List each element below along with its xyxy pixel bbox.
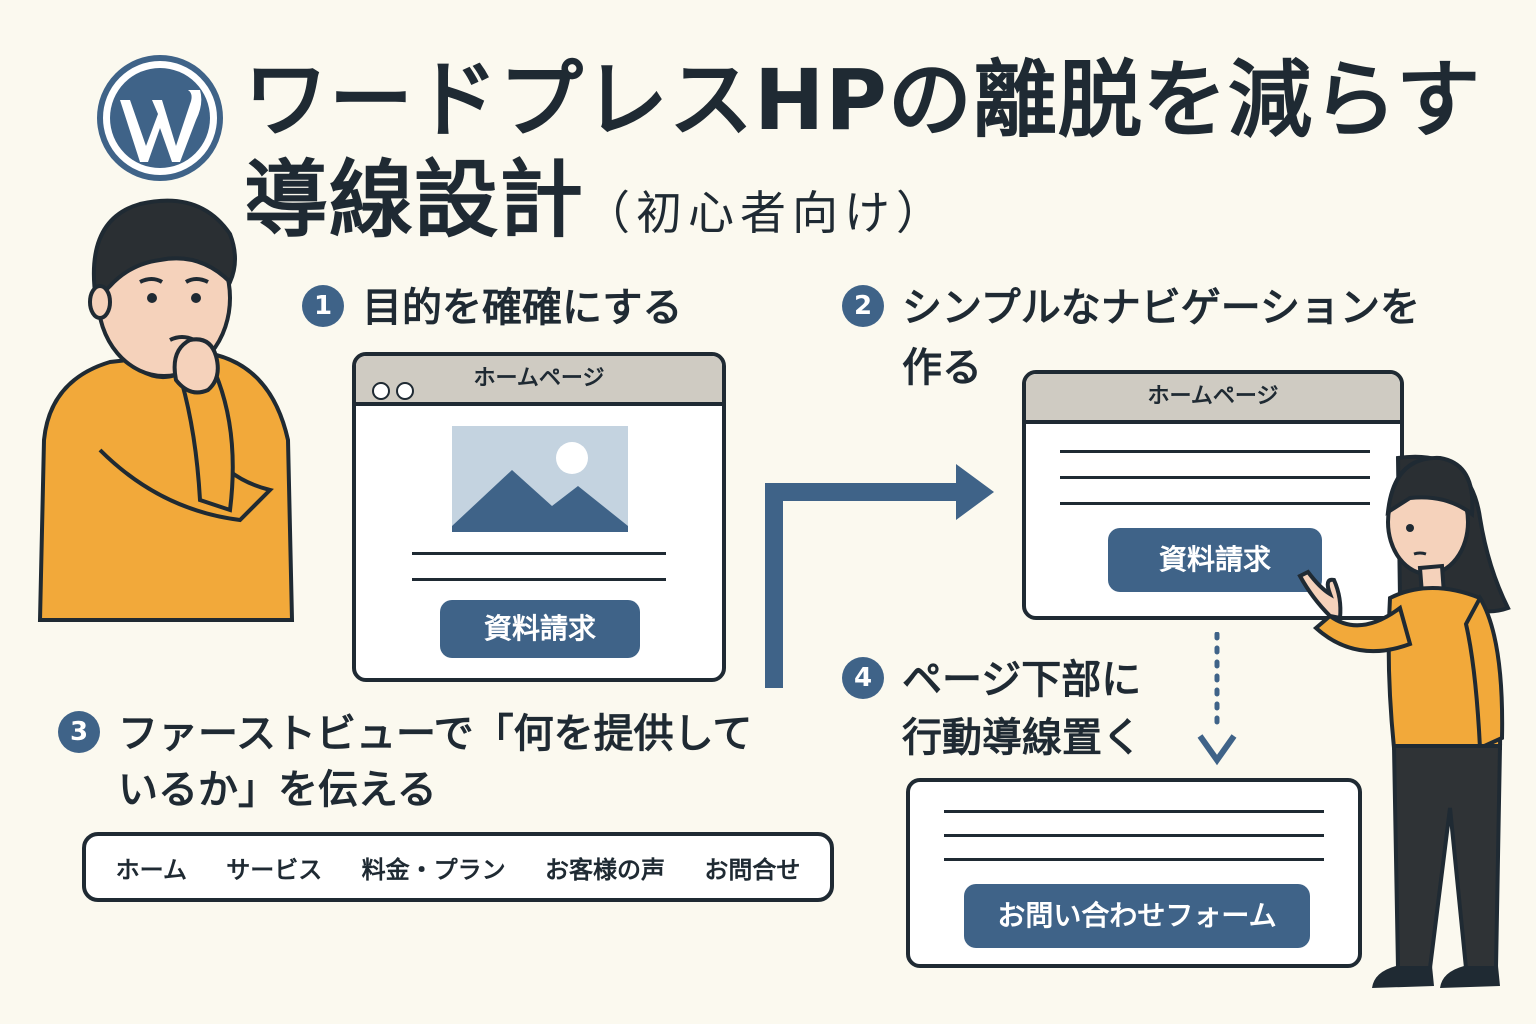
step-1-badge: 1 — [302, 285, 344, 327]
step-4-line2: 行動導線置く — [902, 715, 1142, 761]
step-2-line2: 作る — [902, 345, 982, 391]
pointing-woman-illustration — [1290, 448, 1520, 1016]
step-4-badge: 4 — [842, 657, 884, 699]
step-1-text: 目的を確確にする — [362, 285, 683, 331]
window-2-text-line — [1060, 450, 1370, 453]
step-2-line1: シンプルなナビゲーションを — [902, 285, 1420, 331]
window-2-text-line — [1060, 476, 1370, 479]
window-2-titlebar: ホームページ — [1026, 374, 1400, 424]
nav-item-services[interactable]: サービス — [226, 855, 323, 884]
nav-item-testimonials[interactable]: お客様の声 — [544, 855, 665, 884]
step-3-cont: いるか」を伝える — [118, 764, 437, 816]
step-2-cont: 作る — [902, 342, 982, 394]
window-1-text-line — [412, 552, 666, 555]
step-3: 3 ファーストビューで「何を提供して — [58, 708, 752, 760]
window-2-title: ホームページ — [1147, 384, 1279, 409]
contact-form-box: お問い合わせフォーム — [906, 778, 1362, 968]
thinking-man-illustration — [30, 190, 310, 630]
title-line2: 導線設計 — [244, 151, 585, 249]
step-2: 2 シンプルなナビゲーションを — [842, 282, 1420, 334]
nav-item-home[interactable]: ホーム — [115, 855, 187, 884]
contact-form-button[interactable]: お問い合わせフォーム — [964, 884, 1310, 948]
nav-item-contact[interactable]: お問合せ — [704, 855, 801, 884]
step-3-line2: いるか」を伝える — [118, 767, 437, 813]
nav-item-pricing[interactable]: 料金・プラン — [361, 855, 506, 884]
arrow-down — [1194, 631, 1240, 768]
window-1-titlebar: ホームページ — [356, 356, 722, 406]
nav-bar: ホーム サービス 料金・プラン お客様の声 お問合せ — [82, 832, 834, 902]
step-4: 4 ページ下部に — [842, 654, 1141, 706]
window-1-text-line — [412, 578, 666, 581]
wordpress-logo — [96, 54, 224, 182]
window-1-title: ホームページ — [473, 366, 605, 391]
form-box-text-line — [944, 858, 1324, 861]
homepage-window-1: ホームページ 資料請求 — [352, 352, 726, 682]
step-4-line1: ページ下部に — [902, 657, 1142, 703]
window-1-dots — [372, 371, 420, 417]
step-3-line1: ファーストビューで「何を提供して — [118, 711, 753, 757]
title-subtitle: （初心者向け） — [584, 186, 949, 240]
page-title-line2: 導線設計（初心者向け） — [244, 158, 948, 242]
step-2-badge: 2 — [842, 285, 884, 327]
request-materials-button-2[interactable]: 資料請求 — [1108, 528, 1322, 592]
step-1: 1 目的を確確にする — [302, 282, 682, 334]
arrow-right — [760, 460, 1000, 692]
homepage-window-2: ホームページ 資料請求 — [1022, 370, 1404, 620]
step-4-cont: 行動導線置く — [902, 712, 1142, 764]
title-line1: ワードプレスHPの離脱を減らす — [244, 51, 1482, 149]
request-materials-button[interactable]: 資料請求 — [440, 600, 640, 658]
window-2-text-line — [1060, 502, 1370, 505]
form-box-text-line — [944, 810, 1324, 813]
image-placeholder-icon — [452, 426, 628, 532]
form-box-text-line — [944, 834, 1324, 837]
page-title: ワードプレスHPの離脱を減らす — [244, 58, 1481, 142]
step-3-badge: 3 — [58, 711, 100, 753]
